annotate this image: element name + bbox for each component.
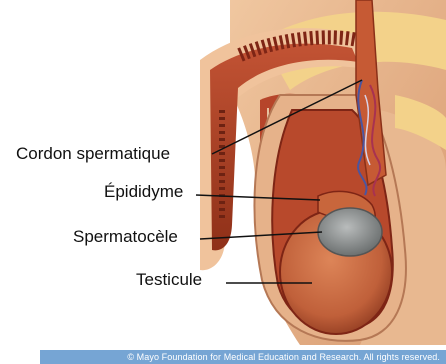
spermatocele-shape xyxy=(318,208,382,256)
label-cordon-spermatique: Cordon spermatique xyxy=(16,144,170,164)
copyright-notice: © Mayo Foundation for Medical Education … xyxy=(127,352,440,362)
label-testicule: Testicule xyxy=(136,270,202,290)
label-epididyme: Épididyme xyxy=(104,182,183,202)
label-spermatocele: Spermatocèle xyxy=(73,227,178,247)
